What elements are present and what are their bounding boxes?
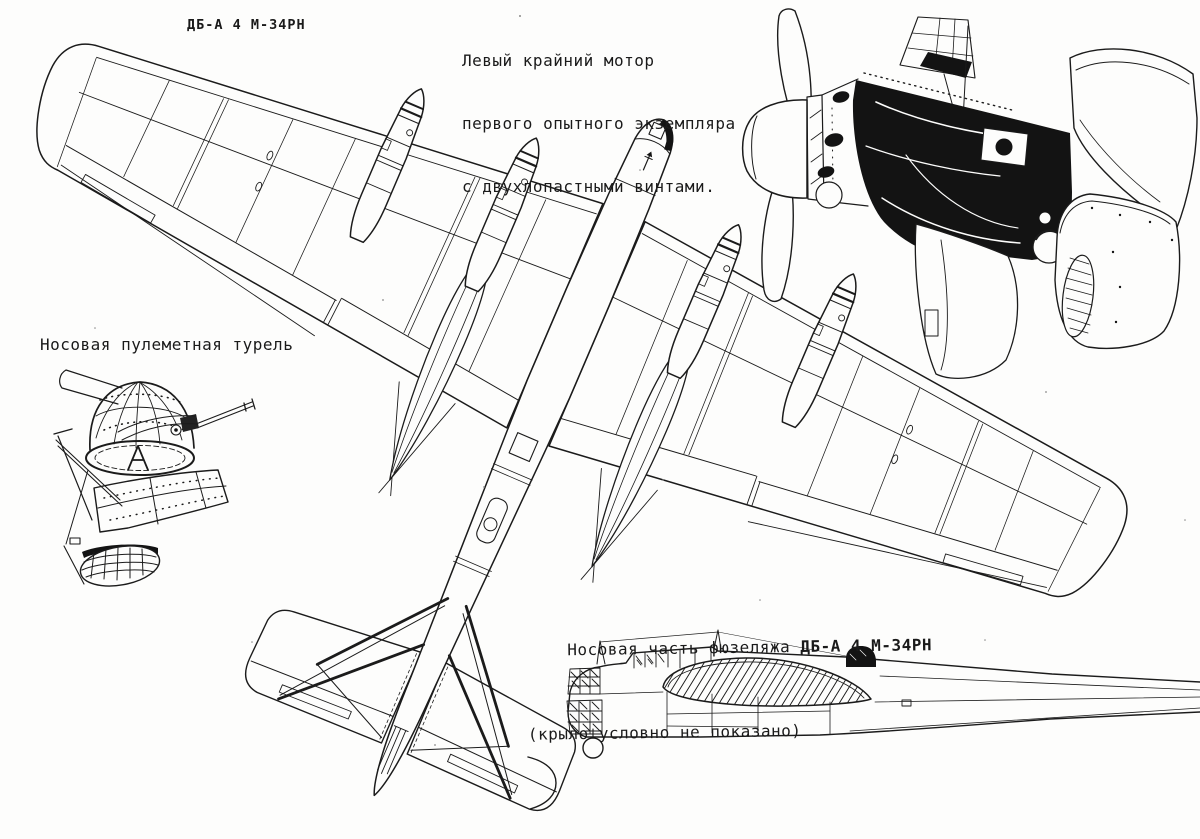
nose-caption-label: Носовая часть фюзеляжа ДБ-А 4 М-34РН (кр… xyxy=(526,571,934,766)
nose-turret-glazing xyxy=(659,119,674,152)
glazed-nose-panels xyxy=(93,469,229,533)
turret-ring xyxy=(85,440,195,476)
dorsal-turret xyxy=(846,646,876,667)
engine-note-line-1: Левый крайний мотор xyxy=(462,51,655,70)
nose-caption-prefix: Носовая часть фюзеляжа xyxy=(567,637,801,660)
fuselage xyxy=(373,118,674,797)
fuselage-frames xyxy=(599,691,1200,735)
engine-bay xyxy=(852,72,1072,261)
landing-gear-spat xyxy=(1054,193,1181,350)
exhaust-ports xyxy=(815,78,869,209)
engine-detail xyxy=(741,8,1198,380)
scan-speckles xyxy=(94,15,1186,746)
outer-wing-panel xyxy=(1069,48,1198,231)
nose-vent-grille xyxy=(63,537,161,587)
wing-root-airfoil xyxy=(662,657,872,707)
machine-gun xyxy=(117,398,256,441)
nose-caption-line2: (крыло условно не показано) xyxy=(527,721,802,744)
engine-note-line-3: с двухлопастными винтами. xyxy=(462,177,716,196)
turret-caption-label: Носовая пулеметная турель xyxy=(40,335,294,354)
fuselage-stub xyxy=(59,369,123,405)
lower-cowl-panel xyxy=(914,223,1019,380)
propeller-blade-lower xyxy=(761,171,794,302)
mount-frame xyxy=(53,428,123,545)
cockpit-canopy xyxy=(633,647,712,669)
cowl-dome xyxy=(741,99,808,199)
mooring-wheel xyxy=(582,728,604,759)
hull-outline xyxy=(567,646,1200,738)
turret-detail xyxy=(53,369,256,587)
nose-side-view xyxy=(527,629,1200,810)
antenna-masts xyxy=(596,629,847,665)
model-title-label: ДБ-А 4 М-34РН xyxy=(187,17,306,33)
radiator-grille xyxy=(1061,254,1095,338)
arc-fragment xyxy=(527,756,557,810)
engine-note-label: Левый крайний мотор первого опытного экз… xyxy=(462,8,736,218)
nose-caption-model: ДБ-А 4 М-34РН xyxy=(800,635,933,657)
nose-gun-icon xyxy=(642,151,653,171)
engine-note-line-2: первого опытного экземпляра xyxy=(462,114,736,133)
